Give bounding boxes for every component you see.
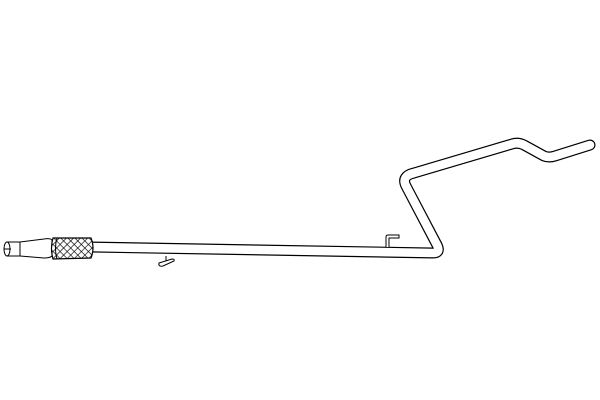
hanger-bracket-left [158, 256, 175, 267]
hanger-bracket-right [385, 234, 400, 247]
flex-section [50, 237, 94, 260]
main-pipe [84, 137, 596, 259]
inlet-tube [3, 238, 53, 259]
